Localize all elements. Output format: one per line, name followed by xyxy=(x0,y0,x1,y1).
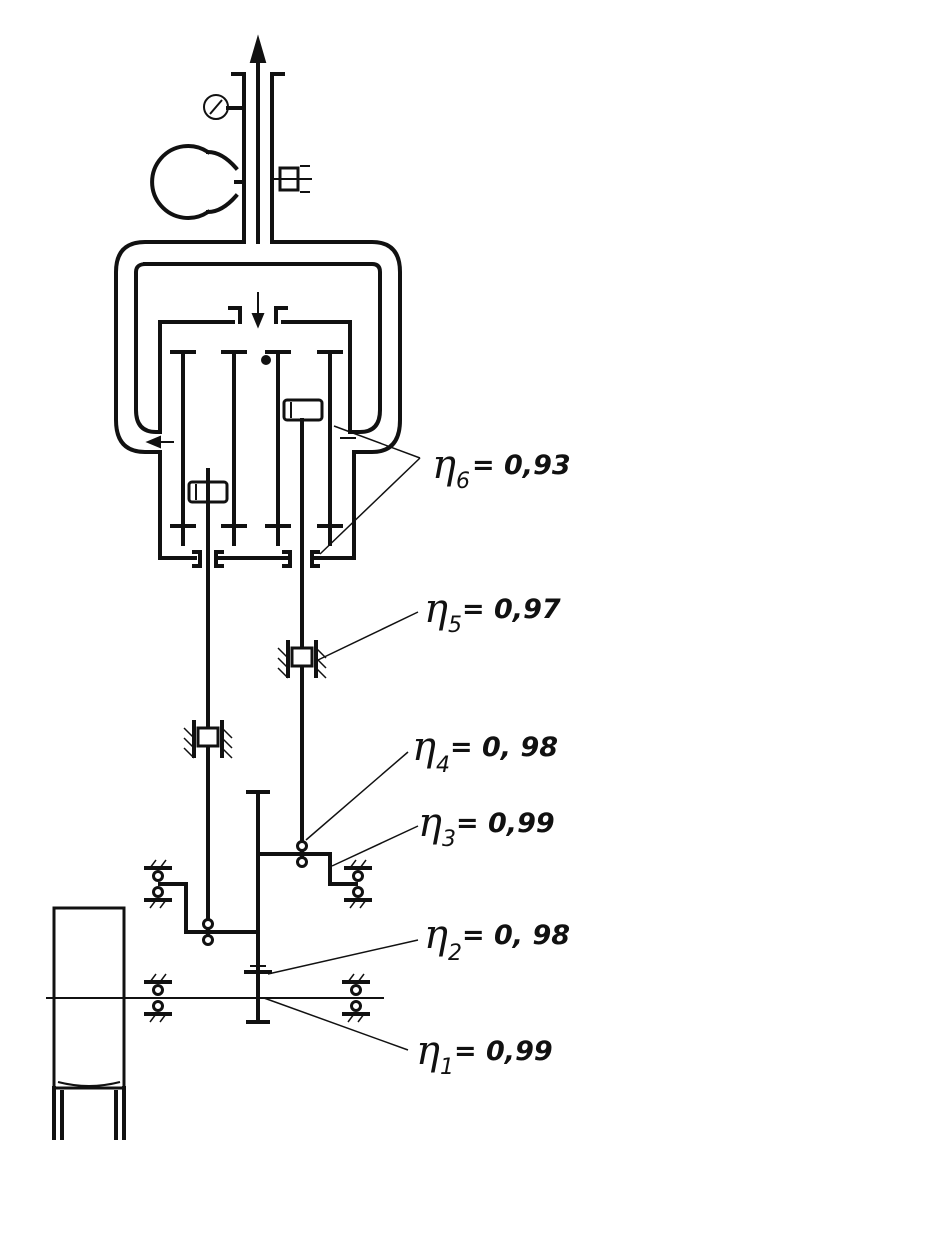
crosshead-icon xyxy=(183,640,327,759)
pulley-icon xyxy=(52,906,126,1140)
efficiency-label-eta4: η 4 = 0, 98 xyxy=(412,724,558,778)
svg-text:η: η xyxy=(432,442,456,488)
efficiency-label-eta1: η 1 = 0,99 xyxy=(416,1028,553,1080)
bearing-icon xyxy=(144,840,372,1023)
svg-text:= 0,99: = 0,99 xyxy=(456,808,555,839)
discharge-pipe xyxy=(231,34,285,244)
svg-text:η: η xyxy=(416,1028,440,1074)
svg-text:= 0,93: = 0,93 xyxy=(472,450,571,481)
svg-text:3: 3 xyxy=(442,827,456,852)
connecting-rods xyxy=(206,418,304,942)
svg-text:6: 6 xyxy=(456,469,470,494)
svg-text:η: η xyxy=(418,800,442,846)
efficiency-label-eta6: η 6 = 0,93 xyxy=(432,442,571,494)
svg-text:4: 4 xyxy=(436,753,450,778)
svg-text:2: 2 xyxy=(448,941,462,966)
efficiency-label-eta2: η 2 = 0, 98 xyxy=(424,912,570,966)
manifold-loop xyxy=(114,240,402,560)
cylinder-block xyxy=(158,292,356,568)
svg-text:η: η xyxy=(424,586,448,632)
svg-text:= 0,97: = 0,97 xyxy=(462,594,561,625)
efficiency-label-eta5: η 5 = 0,97 xyxy=(424,586,561,638)
svg-text:= 0,99: = 0,99 xyxy=(454,1036,553,1067)
svg-text:5: 5 xyxy=(448,613,462,638)
svg-text:η: η xyxy=(412,724,436,770)
svg-text:= 0, 98: = 0, 98 xyxy=(462,920,570,951)
efficiency-label-eta3: η 3 = 0,99 xyxy=(418,800,555,852)
crankshaft xyxy=(158,790,358,1024)
air-receiver-icon xyxy=(150,144,246,220)
svg-text:1: 1 xyxy=(440,1055,454,1080)
svg-text:= 0, 98: = 0, 98 xyxy=(450,732,558,763)
pressure-gauge-icon xyxy=(203,94,246,120)
svg-text:η: η xyxy=(424,912,448,958)
leader-lines xyxy=(263,425,421,1051)
gear-icon xyxy=(244,965,272,974)
valve-icon xyxy=(272,165,312,193)
